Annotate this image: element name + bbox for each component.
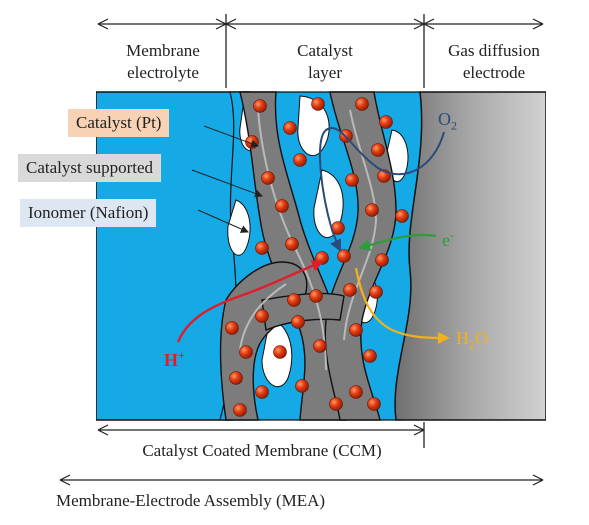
platinum-particle	[349, 323, 363, 337]
proton-label-sup: +	[178, 348, 185, 362]
proton-label: H+	[164, 344, 185, 371]
electron-path	[358, 233, 437, 252]
electron-label-sup: -	[450, 228, 454, 242]
platinum-particle	[343, 283, 357, 297]
platinum-particle	[273, 345, 287, 359]
platinum-particle	[275, 199, 289, 213]
ccm-label: Catalyst Coated Membrane (CCM)	[142, 441, 382, 460]
platinum-particle	[291, 315, 305, 329]
platinum-particle	[255, 385, 269, 399]
ccm-arrow	[97, 422, 425, 448]
membrane-label: Membrane electrolyte	[104, 40, 222, 84]
platinum-particle	[375, 253, 389, 267]
platinum-particle	[255, 241, 269, 255]
platinum-particle	[261, 171, 275, 185]
platinum-particle	[367, 397, 381, 411]
platinum-particle	[337, 249, 351, 263]
platinum-particle	[395, 209, 409, 223]
oxygen-label: O2	[438, 108, 457, 137]
platinum-particle	[329, 397, 343, 411]
oxygen-label-sub: 2	[451, 118, 457, 133]
proton-label-h: H	[164, 350, 179, 370]
platinum-particle	[363, 349, 377, 363]
water-label-sub: 2	[469, 337, 475, 352]
catalyst-layer-label-line2: layer	[308, 63, 342, 82]
legend-catalyst-pt: Catalyst (Pt)	[68, 109, 170, 137]
gas-diffusion-label-line1: Gas diffusion	[448, 41, 540, 60]
legend-pointers	[191, 125, 263, 233]
electron-label: e-	[442, 224, 454, 251]
platinum-particle	[283, 121, 297, 135]
catalyst-layer-label-line1: Catalyst	[297, 41, 353, 60]
platinum-particle	[355, 97, 369, 111]
gas-diffusion-label: Gas diffusion electrode	[428, 40, 560, 84]
platinum-particle	[369, 285, 383, 299]
platinum-particle	[371, 143, 385, 157]
gas-diffusion-label-line2: electrode	[462, 63, 526, 82]
platinum-particle	[293, 153, 307, 167]
platinum-particle	[345, 173, 359, 187]
oxygen-path	[318, 127, 445, 252]
platinum-particle	[253, 99, 267, 113]
platinum-particle	[309, 289, 323, 303]
catalyst-layer-label: Catalyst layer	[266, 40, 384, 84]
mea-arrow	[59, 474, 544, 486]
membrane-label-line2: electrolyte	[127, 63, 199, 82]
platinum-particle	[311, 97, 325, 111]
platinum-particle	[295, 379, 309, 393]
platinum-particle	[287, 293, 301, 307]
water-label: H2O	[456, 327, 488, 356]
electron-label-e: e	[442, 230, 450, 250]
platinum-particle	[349, 385, 363, 399]
water-path	[354, 267, 450, 344]
reaction-paths	[176, 127, 450, 344]
oxygen-label-o: O	[438, 109, 451, 129]
water-label-o: O	[475, 328, 488, 348]
platinum-particle	[313, 339, 327, 353]
mea-label: Membrane-Electrode Assembly (MEA)	[56, 491, 326, 510]
legend-catalyst-supported: Catalyst supported	[18, 154, 162, 182]
top-region-arrows	[97, 14, 544, 88]
legend-ionomer: Ionomer (Nafion)	[20, 199, 157, 227]
water-label-h: H	[456, 328, 469, 348]
platinum-particle	[255, 309, 269, 323]
support-highlights	[239, 109, 378, 371]
platinum-particle	[379, 115, 393, 129]
platinum-particle	[233, 403, 247, 417]
platinum-particle	[239, 345, 253, 359]
membrane-label-line1: Membrane	[126, 41, 200, 60]
platinum-particle	[285, 237, 299, 251]
platinum-particle	[225, 321, 239, 335]
platinum-particle	[365, 203, 379, 217]
platinum-particles	[225, 97, 409, 417]
platinum-particle	[229, 371, 243, 385]
proton-path	[176, 259, 324, 343]
